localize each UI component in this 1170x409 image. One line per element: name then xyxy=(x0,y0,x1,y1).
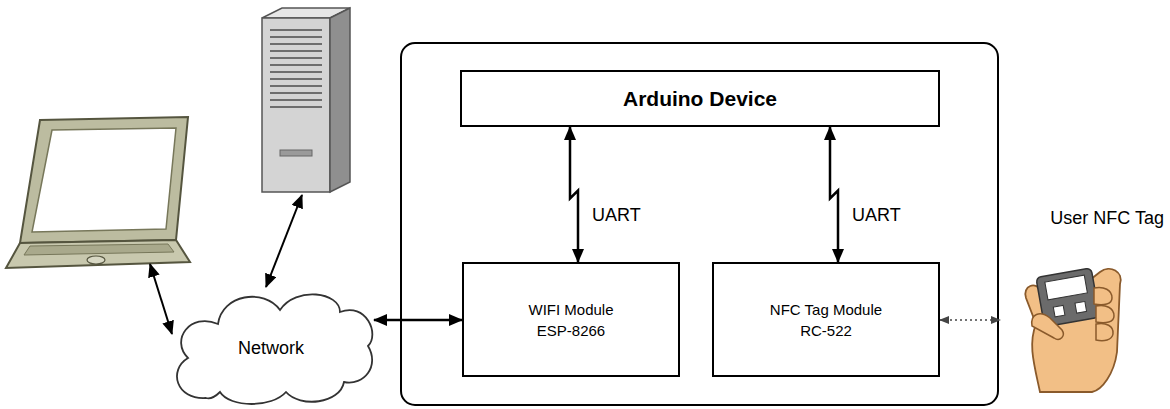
network-link xyxy=(150,264,172,334)
laptop-base xyxy=(6,240,190,268)
server-drive xyxy=(280,150,312,156)
cloud-outline xyxy=(177,294,372,404)
node-label: Arduino Device xyxy=(623,87,777,111)
signal-label: UART xyxy=(590,205,643,226)
module-box: WIFI ModuleESP-8266 xyxy=(462,262,680,377)
laptop-display xyxy=(32,128,176,232)
node-sublabel: ESP-8266 xyxy=(537,320,605,341)
server-slots xyxy=(270,30,322,107)
hand-thumb xyxy=(1032,314,1064,339)
node-label: WIFI Module xyxy=(528,299,613,320)
device-enclosure xyxy=(401,43,998,405)
user-tag: User NFC Tag xyxy=(1000,202,1166,394)
tag-button xyxy=(1075,301,1087,313)
hand-illustration xyxy=(1000,202,1166,394)
network-link xyxy=(266,195,302,287)
laptop-touchpad xyxy=(87,256,105,264)
node-label: NFC Tag Module xyxy=(770,299,882,320)
node-label: User NFC Tag xyxy=(1050,202,1166,229)
hand-finger xyxy=(1096,305,1114,322)
data-link xyxy=(374,319,462,322)
controller-box: Arduino Device xyxy=(460,70,940,127)
wireless-link xyxy=(940,319,1000,321)
server-icon xyxy=(262,8,350,192)
laptop-screen xyxy=(20,117,188,243)
tag-window xyxy=(1045,275,1088,300)
server-front xyxy=(262,18,330,192)
data-link xyxy=(570,127,578,262)
network-cloud: Network xyxy=(168,282,374,406)
server-side xyxy=(330,8,350,192)
data-link xyxy=(830,127,838,262)
laptop-keyboard xyxy=(24,244,174,255)
signal-label: UART xyxy=(850,205,903,226)
tag-button xyxy=(1053,305,1065,317)
node-sublabel: RC-522 xyxy=(800,320,852,341)
laptop-icon xyxy=(6,117,190,268)
module-box: NFC Tag ModuleRC-522 xyxy=(712,262,940,377)
hand-finger xyxy=(1094,287,1112,304)
hand-finger xyxy=(1096,323,1113,340)
hand-palm xyxy=(1025,269,1120,392)
node-label: Network xyxy=(238,330,304,359)
